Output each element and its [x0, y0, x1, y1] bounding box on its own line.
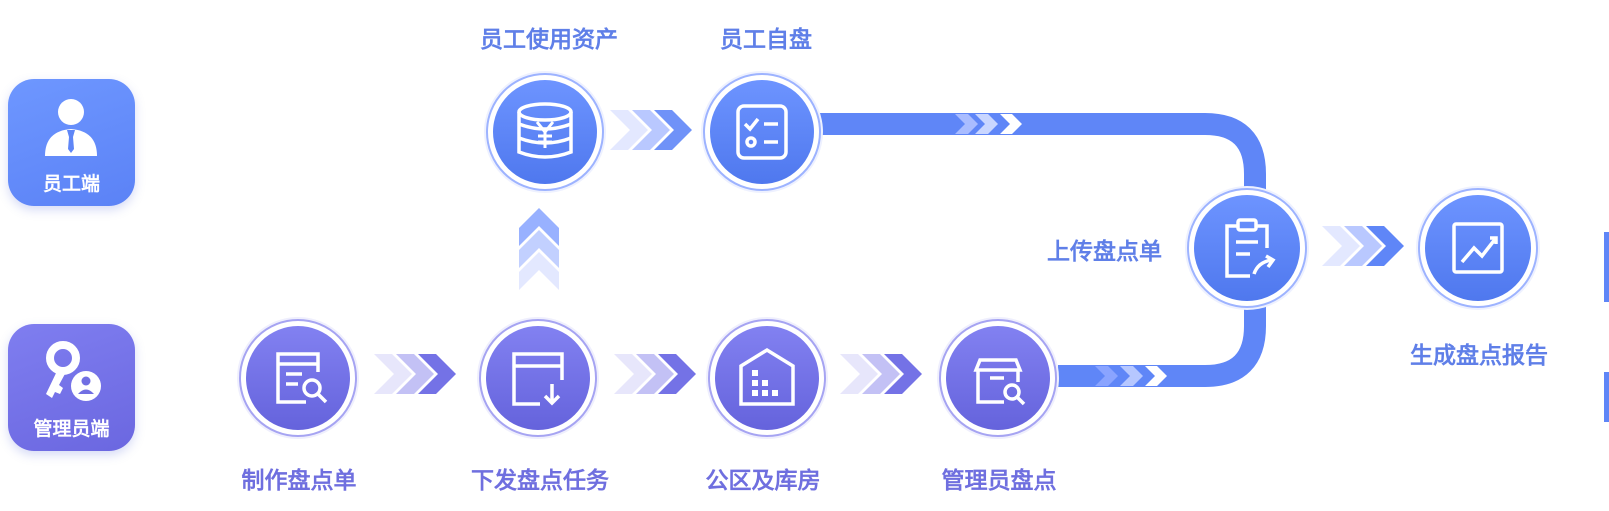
coins-yen-icon [517, 102, 573, 159]
admin-role-label: 管理员端 [33, 418, 110, 440]
step-label-employee-assets: 员工使用资产 [480, 27, 618, 53]
arrow-assets-to-selfcheck [610, 110, 692, 150]
arrow-upload-to-report [1322, 226, 1404, 266]
download-task-icon [512, 352, 564, 406]
warehouse-icon [739, 347, 795, 406]
step-label-admin-check: 管理员盘点 [941, 468, 1057, 494]
clipboard-upload-icon [1225, 218, 1276, 278]
node-dispatch-task [477, 317, 599, 439]
step-label-dispatch-task: 下发盘点任务 [471, 468, 609, 494]
step-label-report: 生成盘点报告 [1410, 343, 1548, 369]
employee-role-tile: 员工端 [8, 79, 135, 206]
arrow-dispatch-to-public [614, 354, 696, 394]
document-search-icon [276, 352, 328, 404]
chart-report-icon [1452, 222, 1504, 274]
step-label-employee-self-check: 员工自盘 [720, 27, 812, 53]
node-upload-sheet [1185, 186, 1309, 310]
step-label-public-warehouse: 公区及库房 [705, 468, 821, 494]
arrow-create-to-dispatch [374, 354, 456, 394]
track-lower [1058, 300, 1266, 387]
track-upper [820, 113, 1266, 190]
node-create-sheet [237, 317, 359, 439]
key-user-icon [46, 341, 101, 401]
person-icon [45, 99, 97, 156]
arrow-public-to-admin [840, 354, 922, 394]
step-label-create-sheet: 制作盘点单 [241, 468, 357, 494]
node-public-warehouse [706, 317, 828, 439]
edge-mark-lower [1604, 372, 1609, 422]
arrow-dispatch-up [519, 208, 559, 290]
employee-role-label: 员工端 [42, 173, 100, 195]
node-report [1416, 186, 1540, 310]
node-admin-check [937, 317, 1059, 439]
checklist-icon [736, 104, 788, 160]
step-label-upload-sheet: 上传盘点单 [1047, 239, 1162, 265]
box-search-icon [973, 358, 1026, 406]
node-employee-self-check [701, 71, 823, 193]
admin-role-tile: 管理员端 [8, 324, 135, 451]
edge-mark [1604, 232, 1609, 302]
node-employee-assets [484, 71, 606, 193]
